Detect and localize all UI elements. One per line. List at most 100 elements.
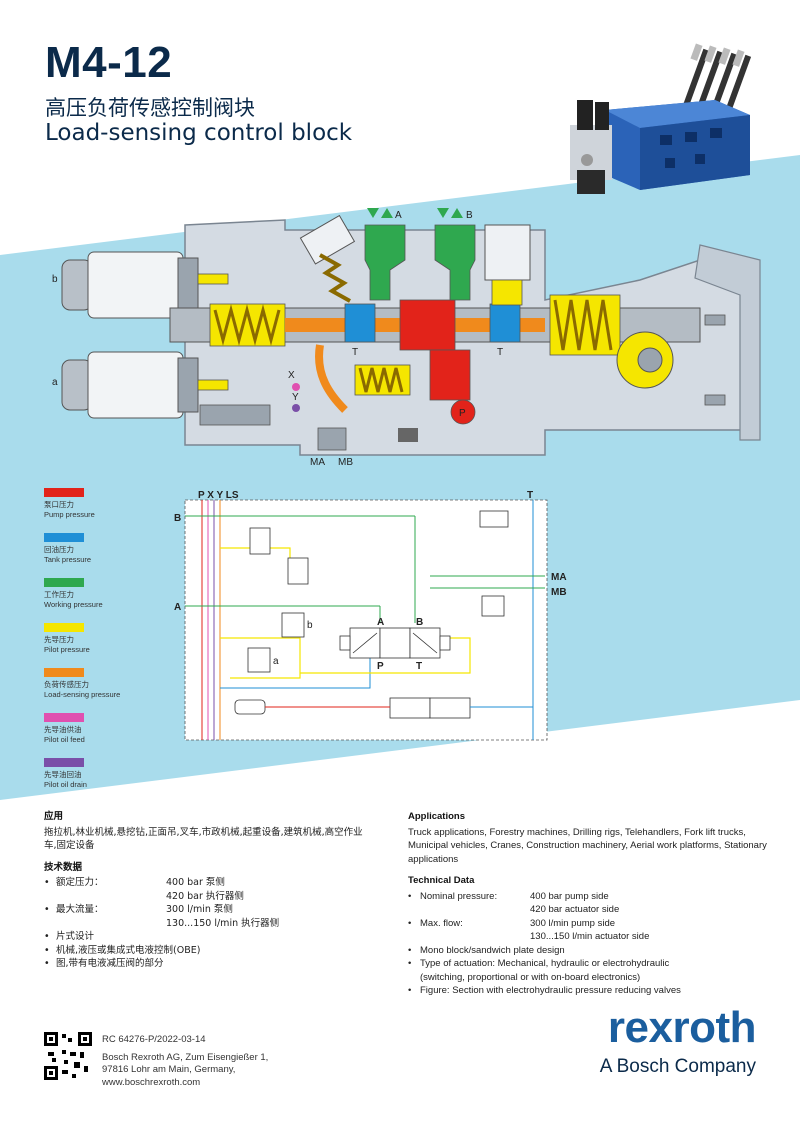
schem-spool-P: P: [377, 661, 384, 672]
flow-label: Max. flow:: [420, 917, 463, 929]
text-column-zh: 应用 拖拉机,林业机械,悬挖钻,正面吊,叉车,市政机械,起重设备,建筑机械,高空…: [44, 810, 374, 971]
lever-handles: [682, 43, 752, 114]
legend-swatch: [44, 623, 84, 632]
color-legend: 泵口压力 Pump pressure 回油压力 Tank pressure 工作…: [44, 488, 184, 803]
label-Y: Y: [292, 392, 299, 403]
pressure-label: 额定压力：: [56, 877, 104, 888]
valve-block: [605, 100, 750, 190]
legend-label-en: Pilot oil feed: [44, 735, 85, 744]
main-spool-symbol: [339, 627, 451, 659]
legend-label-zh: 泵口压力: [44, 500, 74, 509]
schem-top-ports: P X Y LS: [198, 490, 239, 501]
website-link[interactable]: www.boschrexroth.com: [102, 1076, 201, 1088]
title-english: Load-sensing control block: [45, 120, 353, 146]
footer-info: RC 64276-P/2022-03-14 Bosch Rexroth AG, …: [102, 1034, 268, 1089]
legend-item-pilot-drain: 先导油回油 Pilot oil drain: [44, 758, 184, 790]
qr-code-icon[interactable]: [44, 1032, 92, 1080]
applications-heading-zh: 应用: [44, 811, 64, 822]
schem-sol-a: a: [273, 656, 279, 667]
pressure-row-en-2: 420 bar actuator side: [408, 903, 768, 917]
legend-item-pump: 泵口压力 Pump pressure: [44, 488, 184, 520]
legend-item-pilot-feed: 先导油供油 Pilot oil feed: [44, 713, 184, 745]
legend-swatch: [44, 668, 84, 677]
actuation-row-en-2: (switching, proportional or with on-boar…: [408, 971, 768, 985]
applications-text-en: Truck applications, Forestry machines, D…: [408, 826, 767, 865]
flow-value-1: 300 l/min 泵侧: [166, 904, 233, 915]
brand-name: rexroth: [607, 1003, 757, 1052]
legend-swatch: [44, 533, 84, 542]
legend-label-en: Pilot oil drain: [44, 780, 87, 789]
schem-sol-b: b: [307, 620, 313, 631]
schem-spool-A: A: [377, 617, 384, 628]
schem-right-MA: MA: [551, 572, 567, 583]
address-line-1: Bosch Rexroth AG, Zum Eisengießer 1,: [102, 1051, 269, 1063]
text-column-en: Applications Truck applications, Forestr…: [408, 810, 768, 998]
pressure-label: Nominal pressure:: [420, 890, 498, 902]
flow-value-2: 130...150 l/min actuator side: [530, 931, 650, 942]
legend-swatch: [44, 488, 84, 497]
pressure-value-2: 420 bar 执行器侧: [166, 890, 244, 902]
label-MB: MB: [338, 457, 353, 468]
technical-heading-en: Technical Data: [408, 875, 475, 886]
legend-label-en: Load-sensing pressure: [44, 690, 121, 699]
label-P: P: [459, 408, 466, 419]
label-B: B: [466, 210, 473, 221]
figure-text: Figure: Section with electrohydraulic pr…: [420, 985, 681, 996]
legend-label-en: Pilot pressure: [44, 645, 90, 654]
label-port-b: b: [52, 274, 58, 285]
pressure-value-2: 420 bar actuator side: [530, 904, 620, 915]
legend-label-en: Working pressure: [44, 600, 103, 609]
legend-label-en: Tank pressure: [44, 555, 92, 564]
flow-value-1: 300 l/min pump side: [530, 917, 616, 929]
label-MA: MA: [310, 457, 325, 468]
actuation-row-en: •Type of actuation: Mechanical, hydrauli…: [408, 957, 768, 971]
model-title: M4-12: [45, 38, 173, 87]
solenoid-section: [570, 100, 612, 194]
applications-text-zh: 拖拉机,林业机械,悬挖钻,正面吊,叉车,市政机械,起重设备,建筑机械,高空作业车…: [44, 826, 363, 852]
title-chinese: 高压负荷传感控制阀块: [45, 96, 255, 120]
legend-label-zh: 回油压力: [44, 545, 74, 554]
pressure-value-1: 400 bar 泵侧: [166, 877, 225, 888]
brand-subtitle: A Bosch Company: [599, 1056, 756, 1077]
pressure-row-zh-2: 420 bar 执行器侧: [44, 890, 374, 904]
figure-row-zh: •图,带有电液减压阀的部分: [44, 957, 374, 971]
schem-spool-T: T: [416, 661, 422, 672]
flow-row-zh: • 最大流量： 300 l/min 泵侧: [44, 903, 374, 917]
figure-row-en: •Figure: Section with electrohydraulic p…: [408, 984, 768, 998]
legend-swatch: [44, 713, 84, 722]
design-text: 片式设计: [56, 931, 95, 942]
product-photo: [570, 43, 752, 194]
actuation-text: Type of actuation: Mechanical, hydraulic…: [420, 958, 670, 969]
relief-valve-left: [299, 214, 356, 303]
flow-row-zh-2: 130...150 l/min 执行器侧: [44, 917, 374, 931]
schem-right-MB: MB: [551, 587, 567, 598]
design-row-en: •Mono block/sandwich plate design: [408, 944, 768, 958]
legend-item-pilot: 先导压力 Pilot pressure: [44, 623, 184, 655]
schem-left-A: A: [174, 602, 181, 613]
legend-item-load-sensing: 负荷传感压力 Load-sensing pressure: [44, 668, 184, 700]
solenoid-a: [61, 351, 199, 419]
legend-label-zh: 负荷传感压力: [44, 680, 89, 689]
flow-row-en: • Max. flow: 300 l/min pump side: [408, 917, 768, 931]
pressure-value-1: 400 bar pump side: [530, 890, 609, 902]
address-line-2: 97816 Lohr am Main, Germany,: [102, 1064, 236, 1075]
pressure-row-en: • Nominal pressure: 400 bar pump side: [408, 890, 768, 904]
flow-label: 最大流量：: [56, 904, 104, 915]
legend-label-zh: 先导压力: [44, 635, 74, 644]
applications-heading-en: Applications: [408, 811, 466, 822]
flow-row-en-2: 130...150 l/min actuator side: [408, 930, 768, 944]
schem-left-B: B: [174, 513, 181, 524]
legend-item-tank: 回油压力 Tank pressure: [44, 533, 184, 565]
hydraulic-schematic: P X Y LS T B A MA MB b a: [174, 490, 567, 741]
legend-label-zh: 工作压力: [44, 590, 74, 599]
brand-logo: rexroth A Bosch Company: [599, 1003, 757, 1078]
flow-value-2: 130...150 l/min 执行器侧: [166, 917, 280, 929]
legend-item-working: 工作压力 Working pressure: [44, 578, 184, 610]
actuation-text: 机械,液压或集成式电液控制(OBE): [56, 944, 201, 956]
design-text: Mono block/sandwich plate design: [420, 944, 565, 956]
label-T-left: T: [352, 347, 358, 358]
design-row-zh: •片式设计: [44, 930, 374, 944]
actuation-row-zh: •机械,液压或集成式电液控制(OBE): [44, 944, 374, 958]
actuation-text-2: (switching, proportional or with on-boar…: [420, 971, 641, 983]
